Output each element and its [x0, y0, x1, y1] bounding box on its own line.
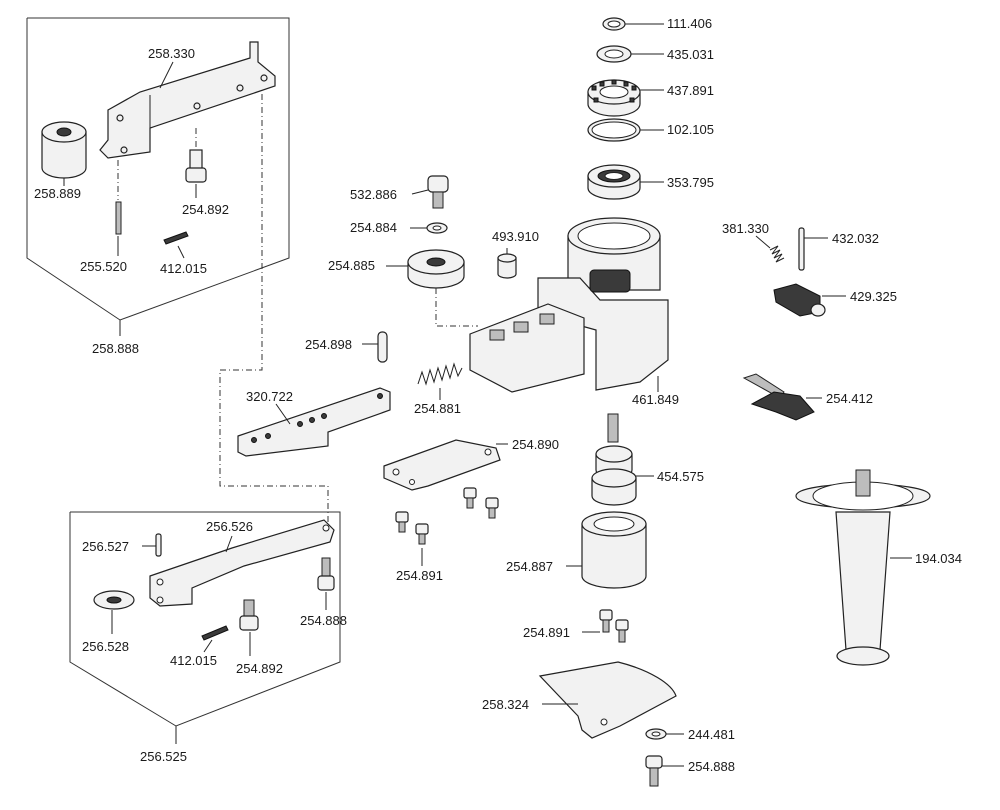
- part-254892-screw-top: [185, 128, 207, 198]
- part-412015-pin-top: [163, 231, 189, 259]
- label-254888-bottom: 254.888: [688, 759, 735, 774]
- label-254884: 254.884: [350, 220, 397, 235]
- part-454575-spindle: [591, 413, 654, 506]
- label-254881: 254.881: [414, 401, 461, 416]
- part-412015-pin-left: [201, 625, 229, 653]
- label-102105: 102.105: [667, 122, 714, 137]
- part-254888-screw-left: [317, 557, 335, 610]
- part-532886-screw: [411, 175, 449, 209]
- part-381330-spring: [755, 235, 785, 263]
- part-461849-housing: [469, 217, 669, 393]
- label-194034: 194.034: [915, 551, 962, 566]
- label-254412: 254.412: [826, 391, 873, 406]
- label-532886: 532.886: [350, 187, 397, 202]
- part-254888-screw-bottom: [645, 755, 684, 787]
- part-254891-screws-upper: [395, 487, 499, 566]
- label-256527: 256.527: [82, 539, 129, 554]
- part-254892-screw-left: [239, 599, 259, 656]
- label-258324: 258.324: [482, 697, 529, 712]
- part-102105-circlip: [587, 118, 664, 142]
- label-432032: 432.032: [832, 231, 879, 246]
- part-111406-ring: [602, 17, 664, 31]
- label-254887: 254.887: [506, 559, 553, 574]
- part-256527-pin: [142, 533, 162, 557]
- part-256528-disc: [93, 590, 135, 634]
- label-353795: 353.795: [667, 175, 714, 190]
- label-254892-top: 254.892: [182, 202, 229, 217]
- label-255520: 255.520: [80, 259, 127, 274]
- part-254898-pin: [362, 331, 388, 363]
- assembly-frame-256525: [69, 511, 341, 744]
- label-412015-top: 412.015: [160, 261, 207, 276]
- label-111406: 111.406: [667, 16, 712, 31]
- label-254885: 254.885: [328, 258, 375, 273]
- label-254888-left: 254.888: [300, 613, 347, 628]
- label-254892-left: 254.892: [236, 661, 283, 676]
- part-labels: 111.406 435.031 437.891 102.105 353.795 …: [34, 16, 962, 774]
- label-454575: 454.575: [657, 469, 704, 484]
- part-320722-bar: [237, 387, 391, 457]
- part-256526-lever: [149, 519, 335, 607]
- part-254412-wing-screw: [742, 373, 822, 421]
- label-256525: 256.525: [140, 749, 187, 764]
- label-493910: 493.910: [492, 229, 539, 244]
- label-254891-lower: 254.891: [523, 625, 570, 640]
- part-194034-handle: [795, 469, 931, 666]
- part-254887-sleeve: [566, 511, 647, 589]
- label-429325: 429.325: [850, 289, 897, 304]
- label-254890: 254.890: [512, 437, 559, 452]
- part-429325-clamp: [773, 283, 846, 317]
- part-255520-pin: [115, 160, 122, 256]
- label-254891-upper: 254.891: [396, 568, 443, 583]
- part-258330-bracket: [99, 41, 276, 159]
- part-254881-spring: [417, 362, 463, 400]
- part-258324-guard: [538, 661, 677, 739]
- part-432032-pin: [798, 227, 828, 271]
- part-254885-knob: [386, 249, 478, 327]
- part-435031-washer: [596, 45, 664, 63]
- part-254884-washer: [410, 222, 448, 234]
- part-353795-bearing: [587, 164, 664, 200]
- label-258888: 258.888: [92, 341, 139, 356]
- label-320722: 320.722: [246, 389, 293, 404]
- label-256528: 256.528: [82, 639, 129, 654]
- label-254898: 254.898: [305, 337, 352, 352]
- part-244481-washer: [645, 728, 684, 740]
- label-258889: 258.889: [34, 186, 81, 201]
- part-493910-bushing: [497, 248, 517, 279]
- part-437891-gear: [587, 79, 664, 117]
- label-244481: 244.481: [688, 727, 735, 742]
- part-254891-screws-lower: [582, 609, 629, 643]
- label-412015-left: 412.015: [170, 653, 217, 668]
- label-258330: 258.330: [148, 46, 195, 61]
- part-258889-cylinder: [41, 121, 87, 186]
- label-461849: 461.849: [632, 392, 679, 407]
- label-256526: 256.526: [206, 519, 253, 534]
- part-254890-plate: [383, 439, 508, 491]
- label-435031: 435.031: [667, 47, 714, 62]
- assembly-frame-258888: [26, 17, 290, 336]
- label-381330: 381.330: [722, 221, 769, 236]
- label-437891: 437.891: [667, 83, 714, 98]
